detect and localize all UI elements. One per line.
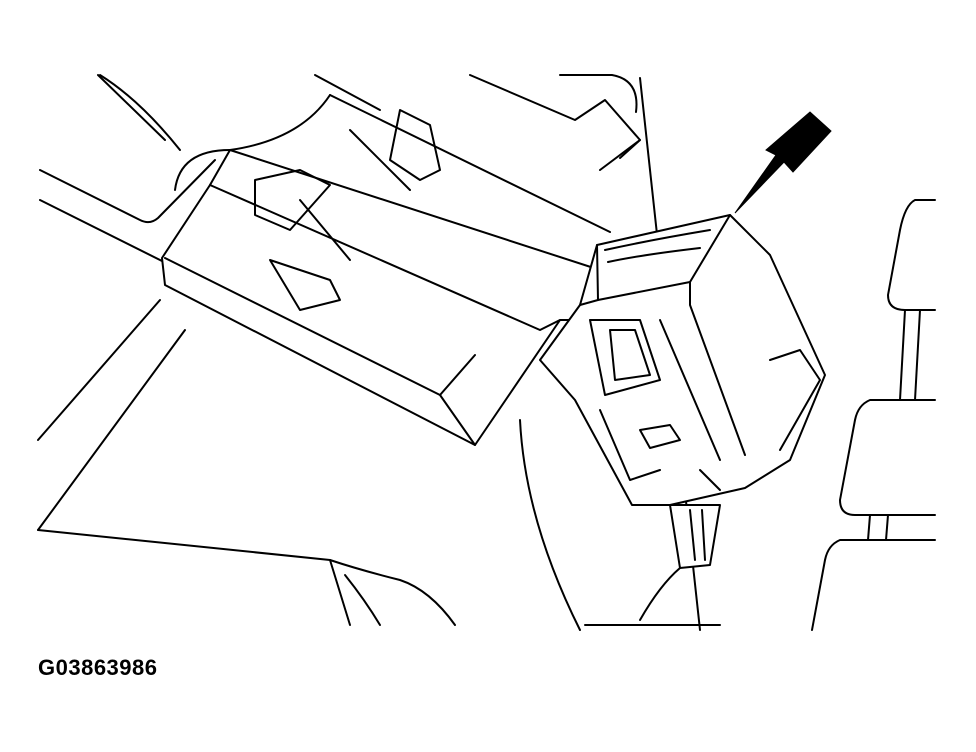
background-structure [37, 74, 721, 631]
figure-id-label: G03863986 [38, 655, 158, 680]
arrow-icon [734, 111, 832, 214]
wire-harness [329, 504, 721, 626]
right-bracket [811, 199, 936, 631]
mating-connector [161, 94, 611, 446]
electrical-connector [539, 214, 826, 506]
